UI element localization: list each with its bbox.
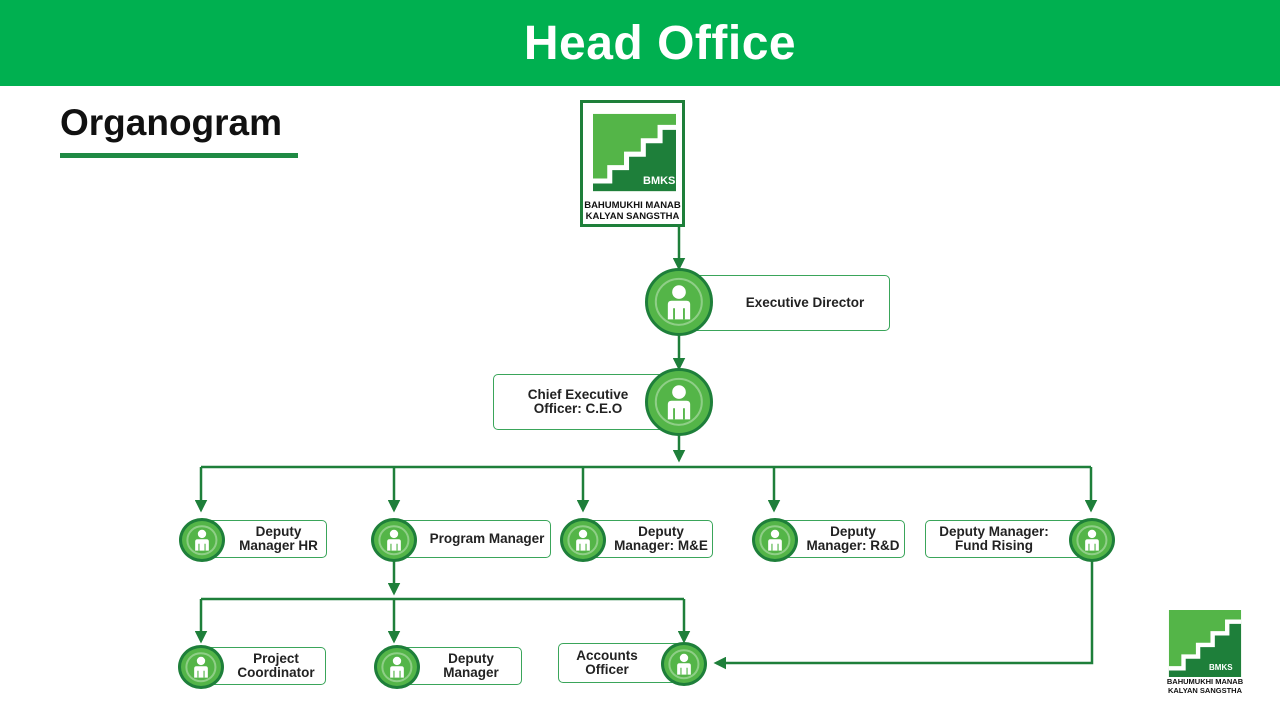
node-executive-director-label: Executive Director [745, 295, 865, 310]
person-icon [179, 518, 225, 562]
node-ceo-label: Chief Executive Officer: C.E.O [527, 387, 629, 416]
page-title: Head Office [523, 16, 797, 70]
node-deputy-manager-label: Deputy Manager [443, 651, 499, 680]
person-icon [645, 368, 713, 436]
node-deputy-manager-fund-label: Deputy Manager: Fund Rising [939, 524, 1049, 553]
header-banner: Head Office [0, 0, 1280, 86]
node-deputy-manager-fund: Deputy Manager: Fund Rising [925, 520, 1093, 558]
node-accounts-officer-label: Accounts Officer [576, 648, 638, 677]
person-icon [752, 518, 798, 562]
connector-fund-ao [713, 558, 1094, 670]
node-deputy-manager-rd-label: Deputy Manager: R&D [806, 524, 900, 553]
person-icon [560, 518, 606, 562]
person-icon [374, 645, 420, 689]
person-icon [371, 518, 417, 562]
logo-small-line1: BAHUMUKHI MANAB [1166, 677, 1244, 686]
section-title-underline [60, 153, 298, 158]
section-title: Organogram [60, 102, 283, 143]
person-icon [661, 642, 707, 686]
node-deputy-manager-me-label: Deputy Manager: M&E [614, 524, 708, 553]
person-icon [1069, 518, 1115, 562]
node-deputy-manager-me: Deputy Manager: M&E [583, 520, 713, 558]
logo-line2: KALYAN SANGSTHA [585, 211, 680, 222]
node-executive-director: Executive Director [680, 275, 890, 331]
node-project-coordinator-label: Project Coordinator [237, 651, 315, 680]
logo-brand-small: BMKS [1209, 663, 1233, 672]
logo-small-line2: KALYAN SANGSTHA [1167, 686, 1243, 695]
logo-line1: BAHUMUKHI MANAB [584, 200, 681, 211]
node-program-manager-label: Program Manager [429, 531, 545, 546]
node-program-manager: Program Manager [395, 520, 551, 558]
logo-stairs-icon [593, 113, 676, 192]
bmks-logo-small: BMKS BAHUMUKHI MANAB KALYAN SANGSTHA [1165, 610, 1245, 696]
person-icon [178, 645, 224, 689]
node-deputy-manager-hr: Deputy Manager HR [200, 520, 327, 558]
node-deputy-manager-hr-label: Deputy Manager HR [239, 524, 318, 553]
logo-brand: BMKS [643, 175, 676, 187]
bmks-logo: BMKS BAHUMUKHI MANAB KALYAN SANGSTHA [580, 100, 685, 227]
person-icon [645, 268, 713, 336]
logo-stairs-icon [1168, 610, 1242, 677]
